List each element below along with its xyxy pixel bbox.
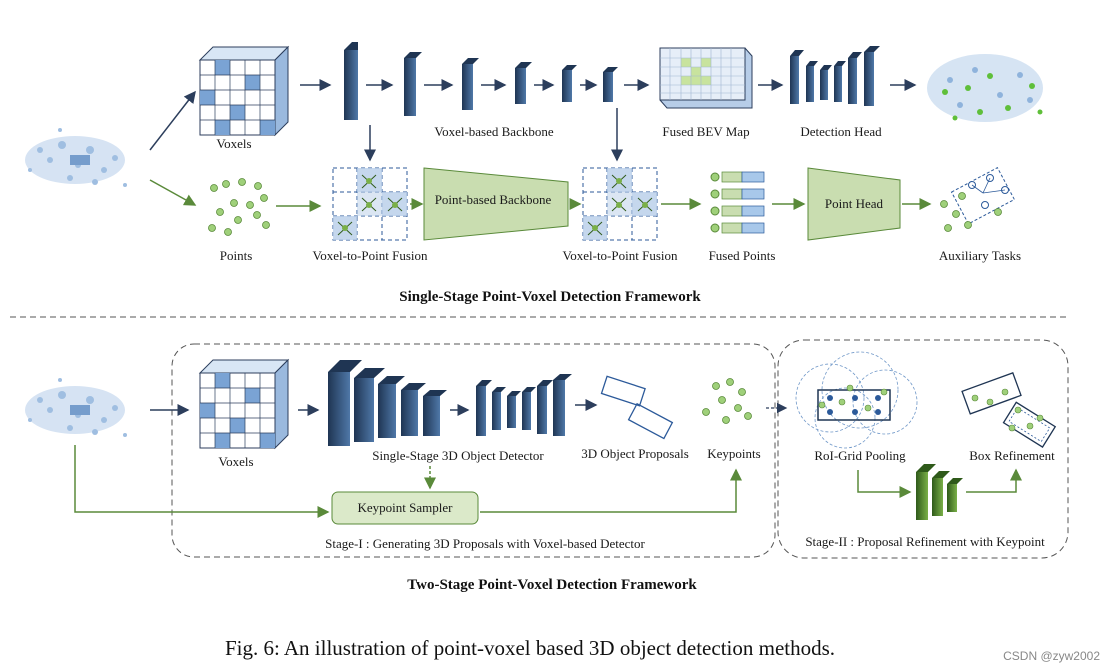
- backbone-block-6: [603, 67, 618, 102]
- label-point-head: Point Head: [825, 196, 884, 211]
- keypoint-sampler-box: [331, 491, 479, 525]
- arrow-refinenet-box: [966, 468, 1022, 493]
- v2p-fusion-2: [582, 167, 658, 241]
- points-top: [208, 178, 270, 236]
- label-stage1: Stage-I : Generating 3D Proposals with V…: [325, 536, 645, 551]
- voxel-backbone-blocks: [344, 42, 650, 120]
- label-v2p-fusion-1: Voxel-to-Point Fusion: [313, 248, 428, 263]
- label-keypoint-sampler: Keypoint Sampler: [358, 500, 454, 515]
- title-single-stage: Single-Stage Point-Voxel Detection Frame…: [399, 289, 701, 305]
- point-backbone: [423, 167, 569, 241]
- detection-head-blocks: [790, 46, 880, 106]
- arrow-roi-refinenet: [857, 470, 912, 498]
- output-detection-cloud: [927, 54, 1043, 122]
- voxel-cube-bottom: [198, 358, 290, 450]
- keypoints: [702, 378, 752, 424]
- arrow-to-points: [149, 179, 197, 206]
- input-point-cloud-top: [25, 128, 127, 187]
- backbone-block-4: [515, 62, 532, 104]
- watermark: CSDN @zyw2002: [1003, 649, 1100, 663]
- backbone-block-5: [562, 65, 577, 102]
- figure-caption: Fig. 6: An illustration of point-voxel b…: [225, 636, 835, 660]
- label-proposals: 3D Object Proposals: [581, 446, 689, 461]
- single-stage-detector-encoder: [328, 360, 447, 446]
- label-detection-head: Detection Head: [800, 124, 882, 139]
- label-voxels-bottom: Voxels: [218, 454, 253, 469]
- arrow-sampler-keypoints: [480, 468, 742, 513]
- arrow-input-sampler: [74, 445, 330, 518]
- label-stage2: Stage-II : Proposal Refinement with Keyp…: [805, 534, 1045, 549]
- label-fused-bev: Fused BEV Map: [662, 124, 749, 139]
- fused-points: [710, 171, 765, 234]
- label-voxels-top: Voxels: [216, 136, 251, 151]
- v2p-fusion-1: [332, 167, 408, 241]
- voxel-cube-top: [198, 45, 290, 137]
- label-box-refinement: Box Refinement: [969, 448, 1055, 463]
- label-single-stage-detector: Single-Stage 3D Object Detector: [372, 448, 544, 463]
- label-roi-grid: RoI-Grid Pooling: [814, 448, 906, 463]
- label-v2p-fusion-2: Voxel-to-Point Fusion: [563, 248, 678, 263]
- label-points-top: Points: [220, 248, 253, 263]
- arrow-to-voxels: [149, 90, 196, 151]
- backbone-block-1: [344, 42, 358, 120]
- roi-grid-pooling-graphic: [795, 351, 918, 449]
- refinement-network-blocks: [916, 464, 963, 520]
- label-point-backbone: Point-based Backbone: [435, 192, 552, 207]
- backbone-block-3: [462, 58, 479, 110]
- fused-bev-map: [659, 47, 753, 109]
- label-fused-points: Fused Points: [709, 248, 776, 263]
- label-aux-tasks: Auxiliary Tasks: [939, 248, 1021, 263]
- label-voxel-backbone: Voxel-based Backbone: [434, 124, 553, 139]
- single-stage-detector-head: [476, 374, 572, 436]
- 3d-object-proposals: [600, 375, 674, 440]
- title-two-stage: Two-Stage Point-Voxel Detection Framewor…: [407, 577, 697, 593]
- stage2-box: [777, 339, 1069, 559]
- stage1-box: [171, 343, 776, 558]
- backbone-block-2: [404, 52, 422, 116]
- input-point-cloud-bottom: [25, 378, 127, 437]
- box-refinement-graphic: [961, 372, 1057, 448]
- auxiliary-tasks-graphic: [940, 166, 1016, 232]
- label-keypoints: Keypoints: [707, 446, 760, 461]
- point-head: [807, 167, 901, 241]
